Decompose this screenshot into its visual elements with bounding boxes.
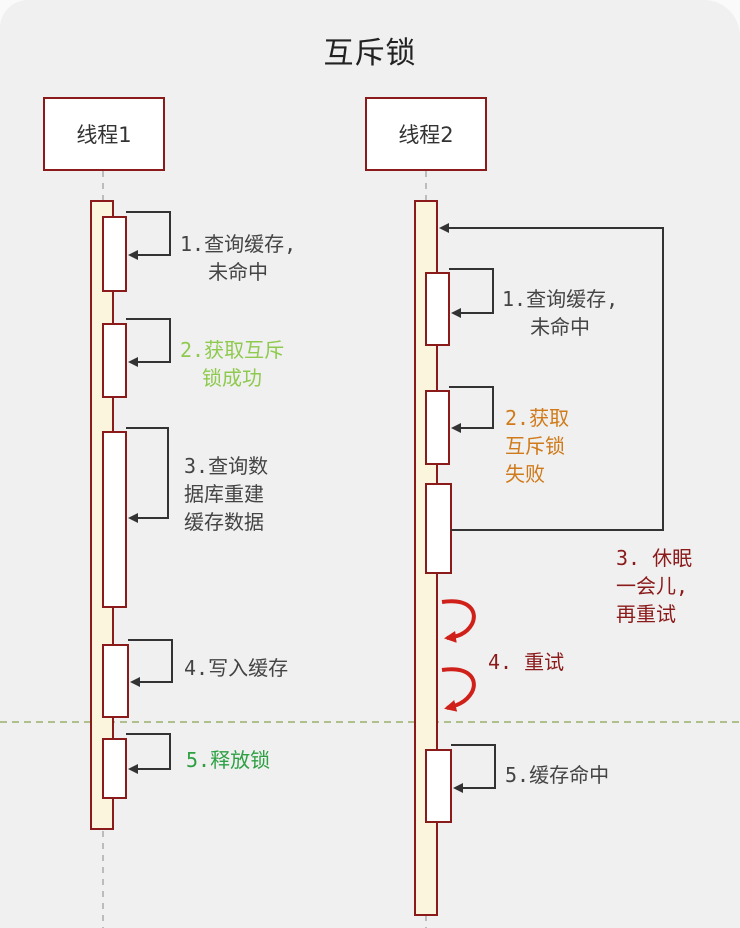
thread2-arrow-5 xyxy=(451,744,496,793)
thread1-arrow-5 xyxy=(126,733,171,774)
thread2-arrow-2 xyxy=(449,386,494,433)
thread2-sleep-retry-arrow xyxy=(439,223,664,531)
thread1-activation-4 xyxy=(102,644,129,718)
thread1-step2-label: 2.获取互斥 锁成功 xyxy=(180,338,285,390)
thread2-step3-label: 3. 休眠 一会儿, 再重试 xyxy=(616,546,693,626)
diagram-title: 互斥锁 xyxy=(323,36,417,71)
thread1-activation-1 xyxy=(102,216,127,292)
thread2-step2-label: 2.获取 互斥锁 失败 xyxy=(505,406,570,486)
thread1-arrow-1 xyxy=(126,211,171,260)
actor-thread2-label: 线程2 xyxy=(398,123,454,147)
thread1-arrow-3 xyxy=(126,427,169,523)
thread1-arrow-2 xyxy=(126,318,171,367)
thread1-step4-label: 4.写入缓存 xyxy=(184,656,289,680)
thread1-activation-3 xyxy=(102,431,127,608)
thread1-arrow-4 xyxy=(128,639,173,687)
actor-thread2-box: 线程2 xyxy=(365,97,487,171)
thread1-step5-label: 5.释放锁 xyxy=(186,748,271,772)
thread2-activation-3 xyxy=(425,483,452,574)
actor-thread1-box: 线程1 xyxy=(43,97,165,171)
thread2-activation-2 xyxy=(425,390,450,465)
thread2-activation-1 xyxy=(425,272,450,346)
thread2-step5-label: 5.缓存命中 xyxy=(505,763,610,787)
thread2-step1-label: 1.查询缓存, 未命中 xyxy=(502,287,619,339)
thread1-step1-label: 1.查询缓存, 未命中 xyxy=(180,232,297,284)
thread2-step4-label: 4. 重试 xyxy=(488,650,565,674)
thread1-activation-2 xyxy=(102,323,127,398)
thread2-arrow-1 xyxy=(449,268,494,318)
thread1-step3-label: 3.查询数 据库重建 缓存数据 xyxy=(184,454,269,534)
retry-curved-arrow-2 xyxy=(441,667,476,712)
retry-curved-arrow-1 xyxy=(441,599,476,643)
thread1-activation-5 xyxy=(102,738,127,799)
thread2-activation-5 xyxy=(425,749,452,823)
actor-thread1-label: 线程1 xyxy=(76,123,132,147)
